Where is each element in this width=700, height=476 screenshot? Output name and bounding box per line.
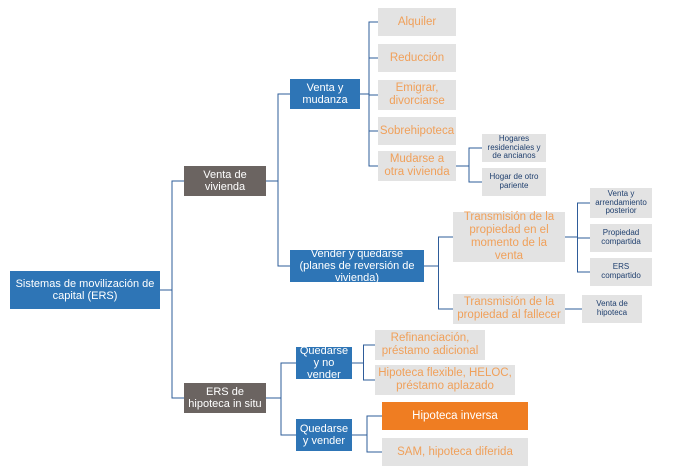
connector-mudarse-to-hogares-residenciales <box>456 147 482 167</box>
node-sam: SAM, hipoteca diferida <box>382 438 528 466</box>
connector-quedarse-vender-to-sam <box>352 434 382 453</box>
connector-vender-quedarse-to-transmision-venta <box>424 236 453 267</box>
node-transmision-fallecer: Transmisión de la propiedad al fallecer <box>453 294 565 324</box>
connector-vender-quedarse-to-transmision-fallecer <box>424 265 453 310</box>
connector-quedarse-no-vender-to-refinanciacion <box>352 344 375 364</box>
connector-venta-vivienda-to-venta-mudanza <box>266 93 290 182</box>
connector-root-node-to-ers-hipoteca <box>160 289 184 399</box>
connector-ers-hipoteca-to-quedarse-vender <box>266 397 296 436</box>
node-alquiler: Alquiler <box>378 8 456 36</box>
node-hogares-residenciales: Hogares residenciales y de ancianos <box>482 134 546 162</box>
node-ers-hipoteca: ERS de hipoteca in situ <box>184 383 266 413</box>
node-vender-quedarse: Vender y quedarse (planes de reversión d… <box>290 248 424 284</box>
connector-venta-vivienda-to-vender-quedarse <box>266 180 290 267</box>
node-venta-vivienda: Venta de vivienda <box>184 166 266 196</box>
node-hipoteca-inversa: Hipoteca inversa <box>382 402 528 430</box>
node-hogar-pariente: Hogar de otro pariente <box>482 168 546 196</box>
connector-ers-hipoteca-to-quedarse-no-vender <box>266 362 296 399</box>
node-sobrehipoteca: Sobrehipoteca <box>378 117 456 145</box>
node-refinanciacion: Refinanciación, préstamo adicional <box>375 330 485 360</box>
node-ers-compartido: ERS compartido <box>590 258 652 286</box>
connector-venta-mudanza-to-mudarse <box>360 93 378 167</box>
root-node: Sistemas de movilización de capital (ERS… <box>10 271 160 309</box>
node-quedarse-vender: Quedarse y vender <box>296 419 352 451</box>
node-venta-hipoteca: Venta de hipoteca <box>582 295 642 323</box>
node-venta-arrendamiento: Venta y arrendamiento posterior <box>590 188 652 218</box>
node-emigrar: Emigrar, divorciarse <box>378 80 456 110</box>
connector-transmision-venta-to-ers-compartido <box>565 236 590 273</box>
node-reduccion: Reducción <box>378 44 456 72</box>
connector-transmision-venta-to-venta-arrendamiento <box>565 202 590 238</box>
connector-venta-mudanza-to-reduccion <box>360 57 378 95</box>
connector-quedarse-no-vender-to-hipoteca-flexible <box>352 362 375 381</box>
node-hipoteca-flexible: Hipoteca flexible, HELOC, préstamo aplaz… <box>375 365 515 395</box>
node-quedarse-no-vender: Quedarse y no vender <box>296 345 352 381</box>
connector-mudarse-to-hogar-pariente <box>456 165 482 183</box>
connector-quedarse-vender-to-hipoteca-inversa <box>352 415 382 436</box>
node-mudarse: Mudarse a otra vivienda <box>378 151 456 181</box>
node-propiedad-compartida: Propiedad compartida <box>590 224 652 252</box>
node-transmision-venta: Transmisión de la propiedad en el moment… <box>453 211 565 262</box>
node-venta-mudanza: Venta y mudanza <box>290 79 360 109</box>
connector-root-node-to-venta-vivienda <box>160 180 184 291</box>
